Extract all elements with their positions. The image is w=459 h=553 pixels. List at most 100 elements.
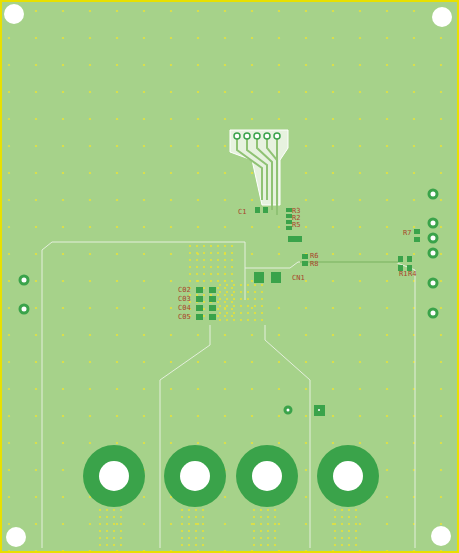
via <box>226 305 228 307</box>
power-terminals <box>83 445 379 507</box>
via <box>210 252 212 254</box>
via <box>240 319 242 321</box>
via <box>188 516 190 518</box>
via <box>188 544 190 546</box>
via <box>195 523 197 525</box>
via <box>203 280 205 282</box>
via <box>261 305 263 307</box>
silkscreen-ref: C02 <box>178 287 191 294</box>
via <box>120 530 122 532</box>
via <box>224 315 226 317</box>
via <box>233 305 235 307</box>
via <box>106 530 108 532</box>
silkscreen-ref: R1 <box>399 271 407 278</box>
via <box>219 291 221 293</box>
via <box>202 537 204 539</box>
via <box>254 284 256 286</box>
via <box>203 273 205 275</box>
via <box>181 530 183 532</box>
via <box>203 287 205 289</box>
via <box>181 537 183 539</box>
via <box>217 315 219 317</box>
via <box>226 284 228 286</box>
via <box>99 509 101 511</box>
via-field <box>99 245 357 546</box>
via <box>261 284 263 286</box>
via <box>217 301 219 303</box>
via <box>274 530 276 532</box>
via <box>267 523 269 525</box>
via <box>120 544 122 546</box>
via <box>348 523 350 525</box>
via <box>196 252 198 254</box>
through-hole-pads <box>20 190 437 413</box>
via <box>113 516 115 518</box>
via <box>355 530 357 532</box>
via <box>260 523 262 525</box>
via <box>231 280 233 282</box>
via <box>120 523 122 525</box>
via <box>189 259 191 261</box>
via <box>274 516 276 518</box>
via <box>226 298 228 300</box>
silkscreen-ref: R7 <box>403 230 411 237</box>
via <box>181 516 183 518</box>
via <box>189 280 191 282</box>
via <box>210 245 212 247</box>
via <box>267 537 269 539</box>
via <box>217 273 219 275</box>
via <box>188 509 190 511</box>
via <box>202 530 204 532</box>
via <box>106 523 108 525</box>
via <box>202 523 204 525</box>
via <box>348 544 350 546</box>
connector-area <box>230 130 288 205</box>
connector-pads <box>234 133 280 139</box>
via <box>226 319 228 321</box>
via <box>261 319 263 321</box>
via <box>233 298 235 300</box>
via <box>106 516 108 518</box>
via <box>341 523 343 525</box>
via <box>196 259 198 261</box>
via <box>233 284 235 286</box>
via <box>196 294 198 296</box>
via <box>355 523 357 525</box>
via <box>217 280 219 282</box>
via <box>203 294 205 296</box>
via <box>210 273 212 275</box>
silkscreen-ref: C1 <box>238 209 246 216</box>
via <box>224 252 226 254</box>
via <box>348 530 350 532</box>
silkscreen-ref: R6 <box>310 253 318 260</box>
via <box>120 516 122 518</box>
via <box>196 245 198 247</box>
via <box>240 291 242 293</box>
via <box>231 308 233 310</box>
via <box>113 537 115 539</box>
via <box>181 509 183 511</box>
via <box>210 280 212 282</box>
via <box>240 284 242 286</box>
via <box>253 523 255 525</box>
via <box>253 537 255 539</box>
via <box>195 516 197 518</box>
via <box>260 530 262 532</box>
silkscreen-ref: R3 <box>292 208 300 215</box>
via <box>189 266 191 268</box>
via <box>203 252 205 254</box>
via <box>274 544 276 546</box>
via <box>188 537 190 539</box>
via <box>254 312 256 314</box>
via <box>334 516 336 518</box>
via <box>217 266 219 268</box>
via <box>355 509 357 511</box>
silkscreen-ref: R2 <box>292 215 300 222</box>
via <box>260 544 262 546</box>
via <box>240 305 242 307</box>
via <box>195 544 197 546</box>
via <box>210 259 212 261</box>
via <box>224 266 226 268</box>
